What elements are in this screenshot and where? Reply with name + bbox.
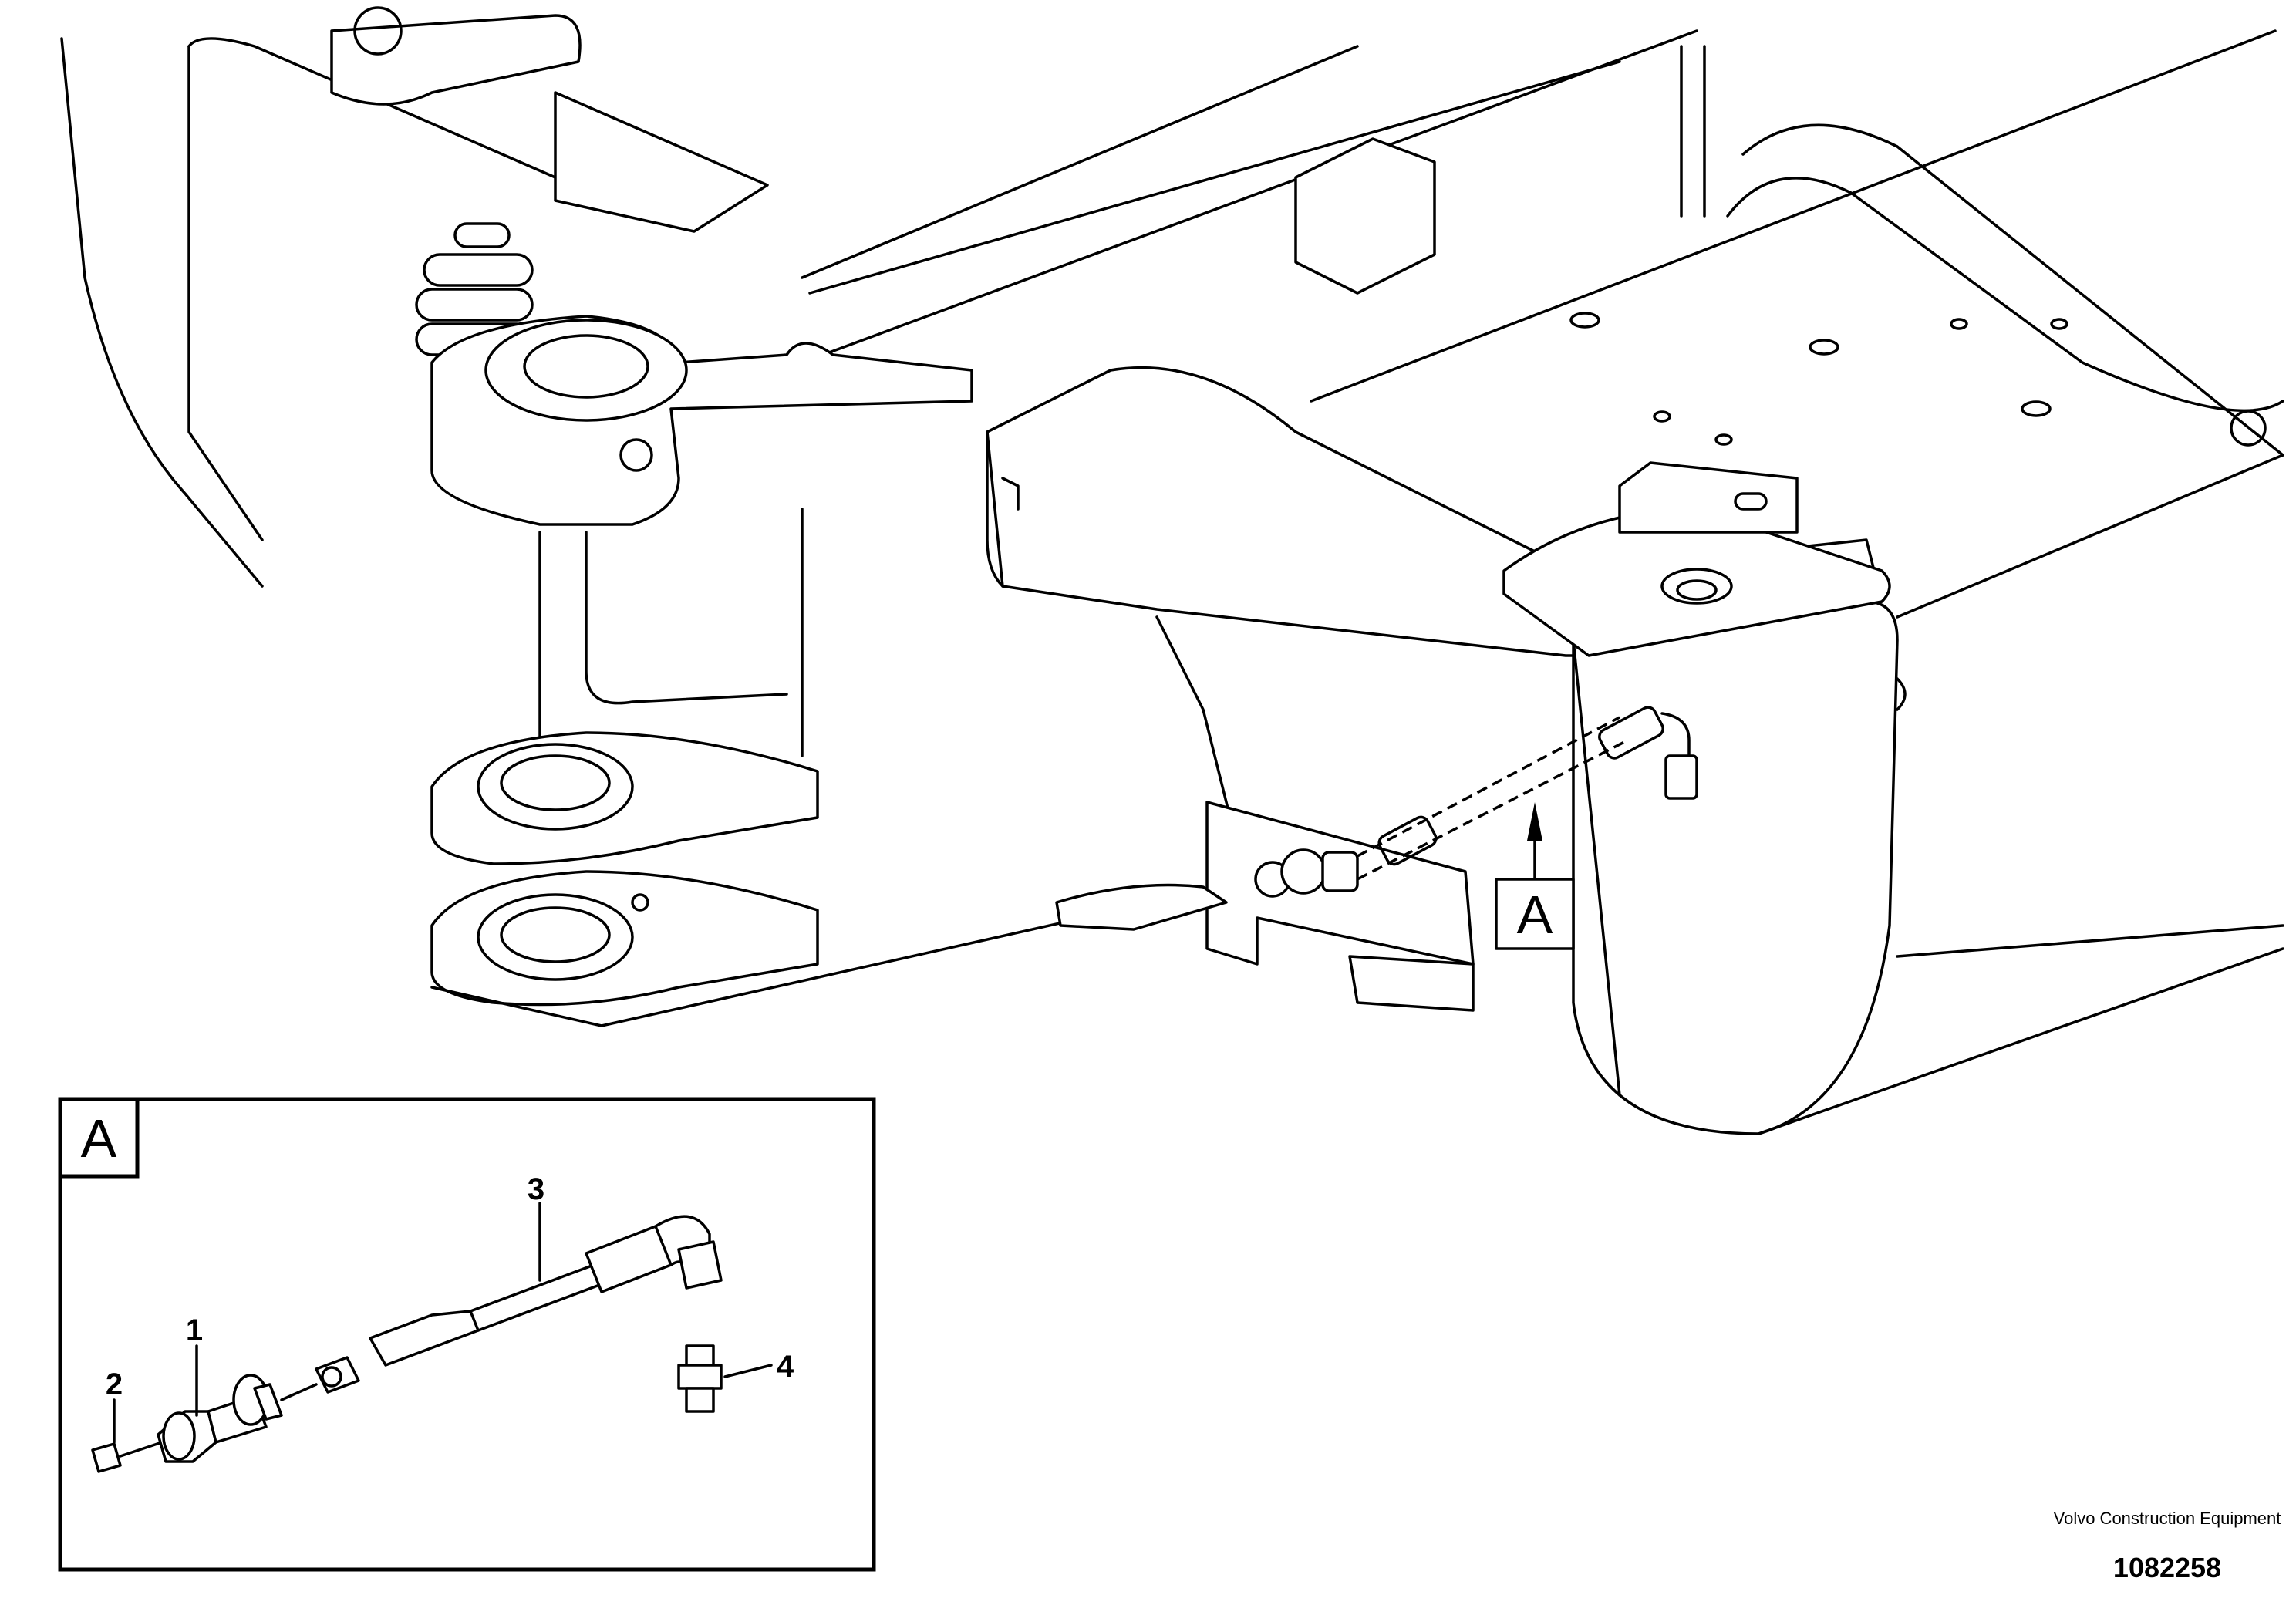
fitting-part: [157, 1374, 318, 1463]
detail-box-label: A: [81, 1108, 117, 1168]
hose-part: [315, 1215, 723, 1394]
nipple-part: [677, 1344, 723, 1413]
detail-marker: A: [1495, 802, 1575, 950]
publisher-label: Volvo Construction Equipment: [2053, 1509, 2281, 1528]
callout-1: 1: [186, 1313, 203, 1347]
grease-nipple-part: [91, 1441, 164, 1473]
detail-view-a: A: [58, 1097, 876, 1572]
callout-3: 3: [528, 1172, 544, 1206]
callout-2: 2: [106, 1367, 123, 1401]
document-number: 1082258: [2112, 1552, 2222, 1583]
callout-4: 4: [777, 1350, 794, 1384]
machine-frame-drawing: [60, 6, 2284, 1135]
detail-marker-label: A: [1517, 885, 1553, 945]
